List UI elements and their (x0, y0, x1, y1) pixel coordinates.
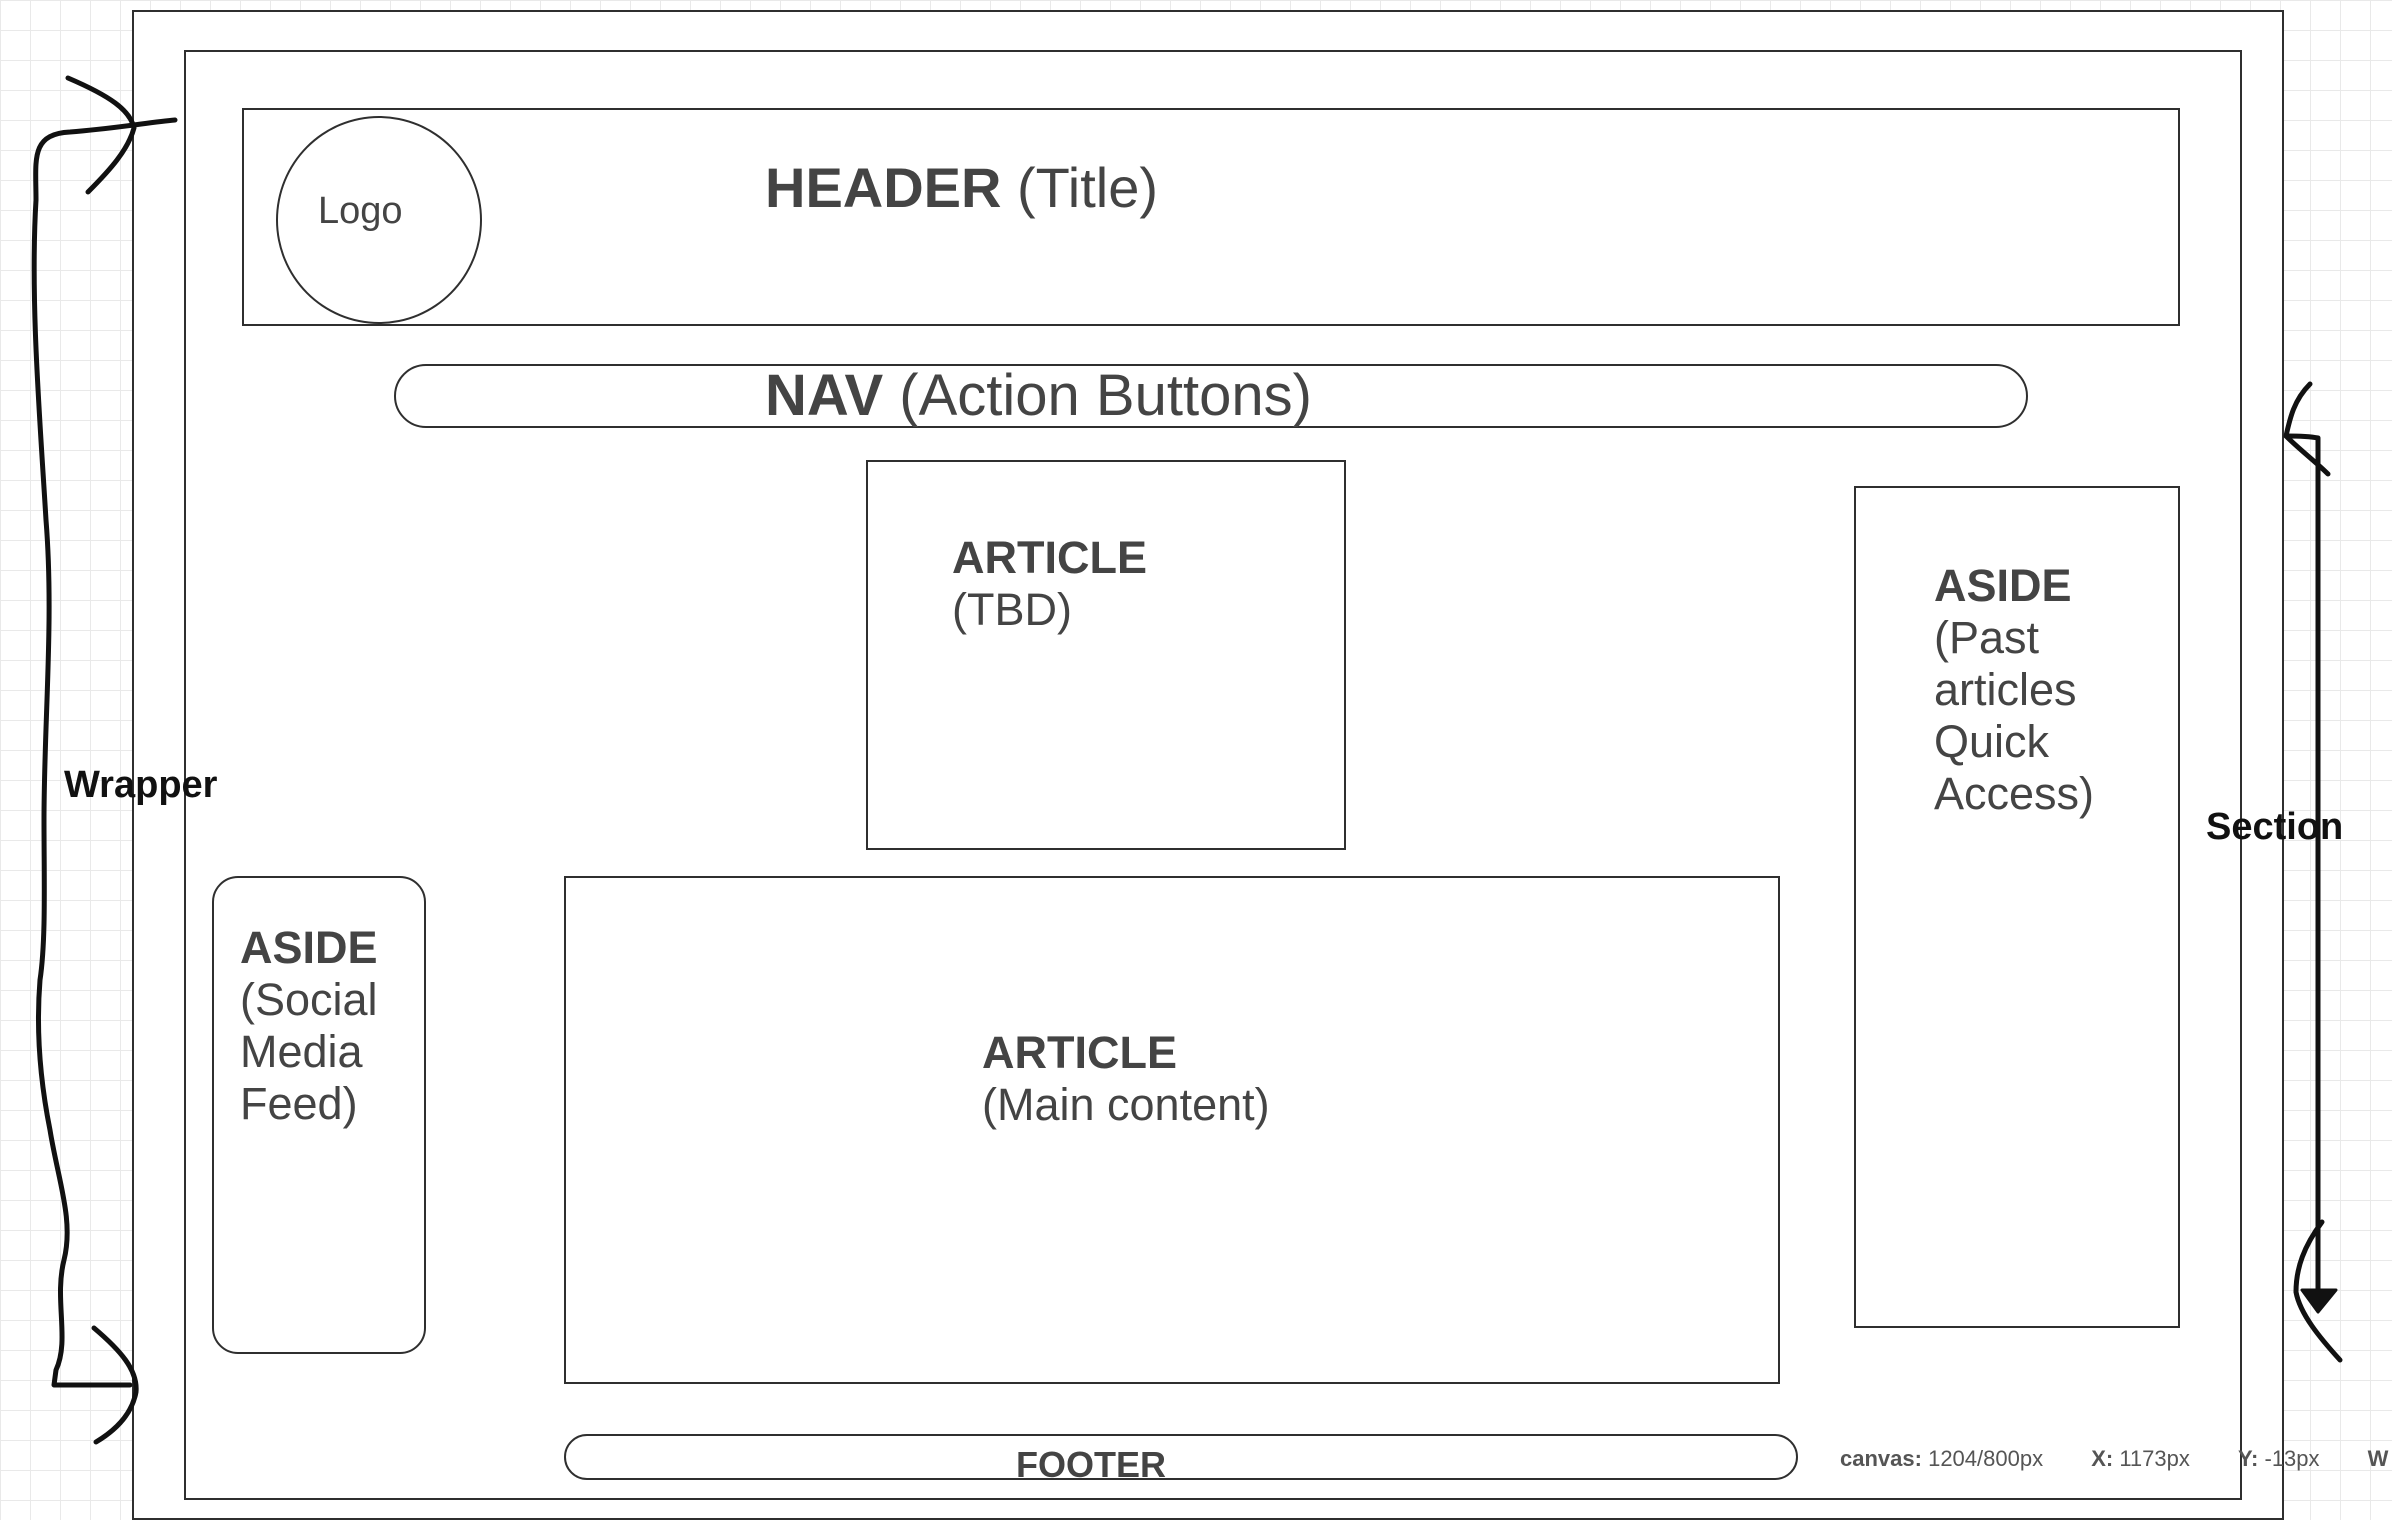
aside-left-title: ASIDE (240, 922, 378, 973)
status-x-value: 1173px (2119, 1446, 2190, 1471)
aside-right-line: Quick (1934, 716, 2050, 767)
aside-right-title: ASIDE (1934, 560, 2072, 611)
article-tbd-title: ARTICLE (952, 532, 1147, 583)
aside-left-line: Media (240, 1026, 363, 1077)
article-tbd-box (866, 460, 1346, 850)
section-arrow-bottom (2293, 1219, 2343, 1363)
wrapper-arrow-bottom (91, 1325, 139, 1445)
header-box (242, 108, 2180, 326)
status-canvas-value: 1204/800px (1928, 1446, 2044, 1471)
status-w: W (2368, 1446, 2389, 1471)
section-arrow-top (2283, 381, 2331, 477)
aside-right-line: articles (1934, 664, 2077, 715)
article-main-box (564, 876, 1780, 1384)
wrapper-label: Wrapper (64, 764, 218, 806)
aside-left-box (212, 876, 426, 1354)
status-canvas: canvas: 1204/800px (1840, 1446, 2043, 1471)
nav-label-bold: NAV (765, 363, 884, 428)
status-bar: canvas: 1204/800px X: 1173px Y: -13px W (1840, 1446, 2392, 1472)
footer-box (564, 1434, 1798, 1480)
aside-left-line: (Social (240, 974, 378, 1025)
wrapper-bracket (31, 117, 178, 1388)
aside-right-line: Access) (1934, 768, 2095, 819)
status-canvas-key: canvas: (1840, 1446, 1922, 1471)
header-title: HEADER (Title) (765, 155, 1158, 220)
article-main-title: ARTICLE (982, 1027, 1177, 1078)
status-x: X: 1173px (2091, 1446, 2190, 1471)
aside-right-line: (Past (1934, 612, 2040, 663)
section-label: Section (2206, 806, 2344, 848)
status-y-value: -13px (2264, 1446, 2320, 1471)
logo-label: Logo (318, 190, 403, 232)
status-y-key: Y: (2238, 1446, 2259, 1471)
aside-right-label: ASIDE (Past articles Quick Access) (1934, 560, 2094, 820)
section-arrowhead (2300, 1288, 2338, 1314)
footer-label: FOOTER (1016, 1444, 1166, 1485)
article-tbd-label: ARTICLE (TBD) (952, 532, 1147, 636)
aside-left-label: ASIDE (Social Media Feed) (240, 922, 378, 1130)
nav-box (394, 364, 2028, 428)
article-tbd-subtitle: (TBD) (952, 584, 1072, 635)
nav-label: NAV (Action Buttons) (765, 362, 1312, 429)
aside-right-box (1854, 486, 2180, 1328)
status-w-key: W (2367, 1446, 2389, 1471)
article-main-subtitle: (Main content) (982, 1079, 1270, 1130)
article-main-label: ARTICLE (Main content) (982, 1027, 1270, 1131)
status-y: Y: -13px (2238, 1446, 2320, 1471)
header-title-rest: (Title) (1017, 156, 1159, 219)
header-title-bold: HEADER (765, 156, 1002, 219)
aside-left-line: Feed) (240, 1078, 358, 1129)
wrapper-arrow-top (65, 75, 137, 195)
status-x-key: X: (2091, 1446, 2114, 1471)
section-line (2283, 433, 2322, 1301)
logo-circle (276, 116, 482, 324)
nav-label-rest: (Action Buttons) (899, 363, 1312, 428)
